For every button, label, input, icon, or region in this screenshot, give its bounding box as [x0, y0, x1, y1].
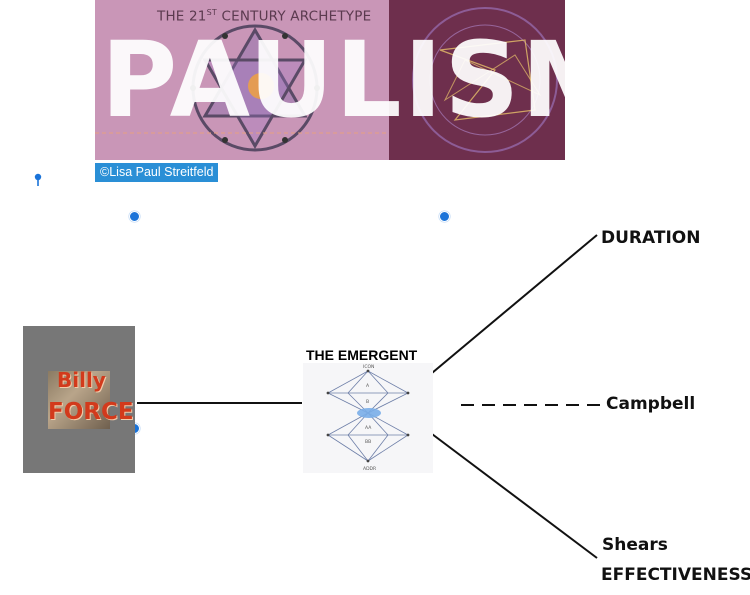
billy-force-image[interactable]: Billy FORCE: [23, 326, 135, 473]
emergent-label-top: ICON: [363, 364, 374, 370]
hexagram-emblem-icon: [95, 7, 558, 153]
emergent-title: THE EMERGENT: [306, 347, 418, 363]
billy-force-photo: [48, 371, 110, 429]
copyright-caption: ©Lisa Paul Streitfeld: [95, 163, 219, 182]
connector-shears: [431, 433, 598, 559]
selection-handle[interactable]: [439, 211, 450, 222]
emergent-label-b: B: [366, 399, 369, 405]
emergent-label-bottom: ADDR: [363, 466, 376, 472]
emergent-label-a: A: [366, 383, 370, 389]
selection-handle[interactable]: [129, 211, 140, 222]
billy-force-text-top: Billy: [57, 368, 106, 392]
label-effectiveness[interactable]: EFFECTIVENESS: [601, 565, 750, 585]
label-duration[interactable]: DURATION: [601, 228, 701, 248]
emergent-label-bb: BB: [365, 439, 371, 445]
emergent-diagram-icon: ICON ADDR A B AA BB: [326, 364, 410, 472]
billy-force-text-bottom: FORCE: [48, 399, 134, 425]
paulism-banner[interactable]: THE 21ST CENTURY ARCHETYPE PAULISM: [95, 0, 565, 160]
label-shears[interactable]: Shears: [602, 535, 668, 555]
emergent-diagram-image[interactable]: ICON ADDR A B AA BB: [303, 363, 433, 473]
pin-icon[interactable]: [34, 173, 42, 187]
banner-subtitle: THE 21ST CENTURY ARCHETYPE: [157, 8, 372, 25]
clipped-label-fragment: [604, 209, 696, 218]
label-campbell[interactable]: Campbell: [606, 394, 696, 414]
connector-duration: [431, 234, 598, 374]
emergent-label-aa: AA: [365, 425, 372, 431]
banner-title: PAULISM: [101, 19, 565, 141]
